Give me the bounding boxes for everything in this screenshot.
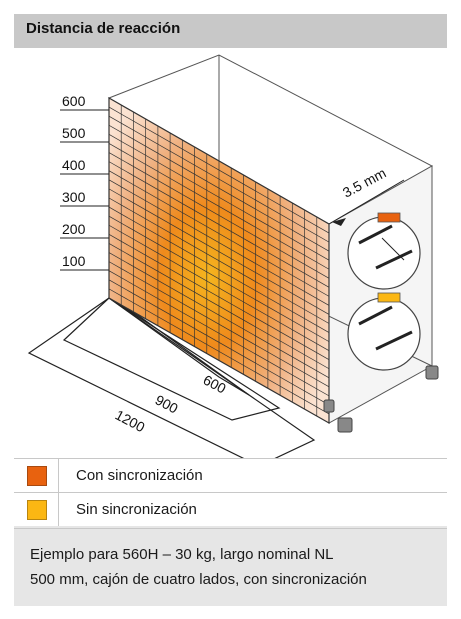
legend-divider [58, 459, 59, 492]
panel-title: Distancia de reacción [26, 20, 181, 37]
note-line-1: Ejemplo para 560H – 30 kg, largo nominal… [30, 546, 334, 563]
reaction-distance-figure: 600 500 400 300 200 100 [14, 48, 447, 467]
tick-500: 500 [60, 125, 109, 143]
grid-line [109, 261, 329, 388]
corner-cutout [0, 0, 20, 14]
grid-line [109, 243, 329, 370]
grid-line [109, 143, 329, 270]
grid-line [109, 124, 329, 252]
grid-line [109, 252, 329, 379]
grid-line [109, 188, 329, 315]
outline-900 [62, 297, 281, 421]
tick-label-200: 200 [62, 221, 86, 237]
grid-line [109, 197, 329, 324]
grid-line [109, 134, 329, 261]
legend-unsynced: Sin sincronización [14, 492, 447, 526]
floor-label-600: 600 [201, 372, 229, 397]
grid-line [109, 161, 329, 288]
grid-line [109, 234, 329, 360]
heatmap-front-panel [108, 96, 330, 425]
tick-100: 100 [60, 253, 109, 271]
swatch-unsynced [27, 500, 47, 520]
tick-200: 200 [60, 221, 109, 239]
grid-line [109, 106, 329, 234]
grid-line [109, 270, 329, 397]
grid-line [109, 152, 329, 279]
swatch-synced [27, 466, 47, 486]
detail-unsynced [347, 292, 421, 371]
tick-label-500: 500 [62, 125, 86, 141]
grid-line [109, 170, 329, 297]
tick-label-300: 300 [62, 189, 86, 205]
floor-label-900: 900 [153, 392, 181, 417]
grid-line [109, 279, 329, 406]
tick-300: 300 [60, 189, 109, 207]
grid-line [109, 215, 329, 342]
tick-label-100: 100 [62, 253, 86, 269]
tick-600: 600 [60, 93, 109, 111]
grid-line [109, 206, 329, 333]
grid-line [109, 179, 329, 306]
grid-line [109, 115, 329, 243]
legend-synced: Con sincronización [14, 458, 447, 492]
height-scale: 600 500 400 300 200 100 [60, 93, 109, 271]
tick-label-400: 400 [62, 157, 86, 173]
grid-line [109, 288, 329, 415]
grid-line [109, 224, 329, 351]
tick-label-600: 600 [62, 93, 86, 109]
note-line-2: 500 mm, cajón de cuatro lados, con sincr… [30, 571, 367, 588]
legend-label-unsynced: Sin sincronización [76, 501, 197, 518]
cabinet-feet [323, 365, 439, 433]
legend-label-synced: Con sincronización [76, 467, 203, 484]
cabinet-illustration: 600 500 400 300 200 100 [27, 54, 439, 467]
tick-400: 400 [60, 157, 109, 175]
panel-header [14, 14, 447, 48]
legend-divider [58, 493, 59, 526]
detail-synced [347, 212, 421, 290]
floor-label-1200: 1200 [113, 407, 148, 436]
example-note: Ejemplo para 560H – 30 kg, largo nominal… [14, 528, 447, 606]
